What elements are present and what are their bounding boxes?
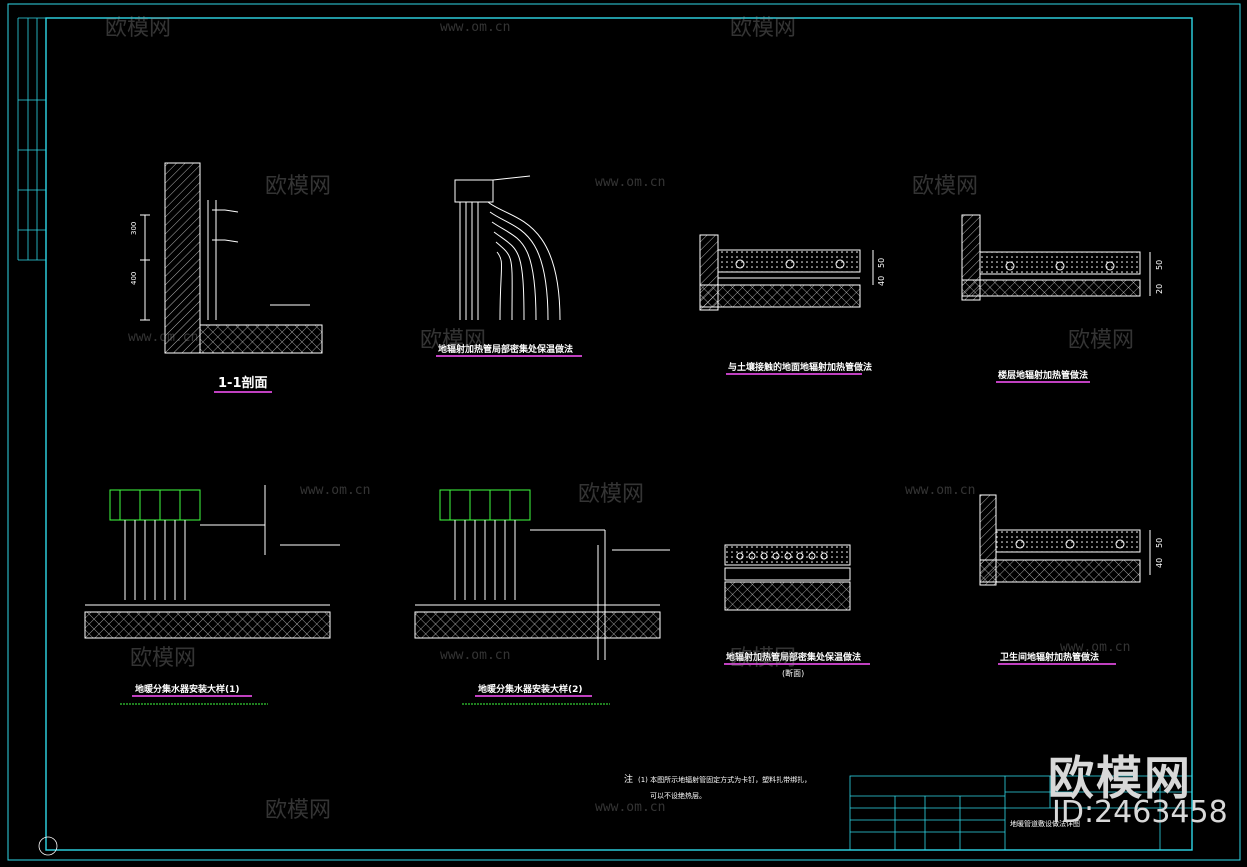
dim-40-c: 40 (1155, 558, 1164, 568)
outer-frame (7, 3, 1241, 861)
detail-dense-insulation (724, 544, 851, 611)
detail-manifold-insulation (454, 175, 561, 321)
title-manifold-install-1: 地暖分集水器安装大样(1) (135, 683, 240, 695)
left-binding-strip (17, 17, 46, 261)
corner-stamp (38, 836, 58, 856)
drawing-name: 地暖管道敷设做法详图 (1010, 819, 1080, 828)
notes-line-2: 可以不设绝热层。 (650, 791, 706, 800)
dim-50-a: 50 (877, 258, 886, 268)
detail-section-1-1 (140, 162, 323, 354)
dim-50-b: 50 (1155, 260, 1164, 270)
watermark-brand-logo: 欧模网 (1048, 751, 1192, 805)
dim-50-c: 50 (1155, 538, 1164, 548)
title-manifold-install-2: 地暖分集水器安装大样(2) (478, 683, 583, 695)
notes-marker: 注 (624, 773, 633, 785)
title-block (849, 775, 1193, 851)
inner-frame (45, 17, 1193, 851)
title-soil-contact: 与土壤接触的地面地辐射加热管做法 (728, 361, 872, 373)
title-manifold-insulation: 地辐射加热管局部密集处保温做法 (438, 343, 573, 355)
detail-soil-contact (699, 234, 874, 311)
detail-manifold-install-1 (84, 485, 340, 639)
detail-bathroom (979, 494, 1151, 586)
subtitle-dense-insulation: (断面) (782, 668, 804, 678)
title-section-1-1: 1-1剖面 (218, 375, 268, 391)
title-dense-insulation: 地辐射加热管局部密集处保温做法 (726, 651, 861, 663)
dim-40-a: 40 (877, 276, 886, 286)
dim-300: 300 (130, 222, 138, 235)
dim-20-b: 20 (1155, 284, 1164, 294)
detail-manifold-install-2 (414, 489, 670, 660)
dim-400: 400 (130, 272, 138, 285)
title-bathroom: 卫生间地辐射加热管做法 (1000, 651, 1099, 663)
notes-line-1: (1) 本图所示地辐射管固定方式为卡钉，塑料扎带绑扎， (638, 775, 811, 784)
detail-floor-layer (961, 214, 1151, 301)
watermark-id: ID:2463458 (1052, 795, 1228, 830)
title-floor-layer: 楼层地辐射加热管做法 (998, 369, 1088, 381)
